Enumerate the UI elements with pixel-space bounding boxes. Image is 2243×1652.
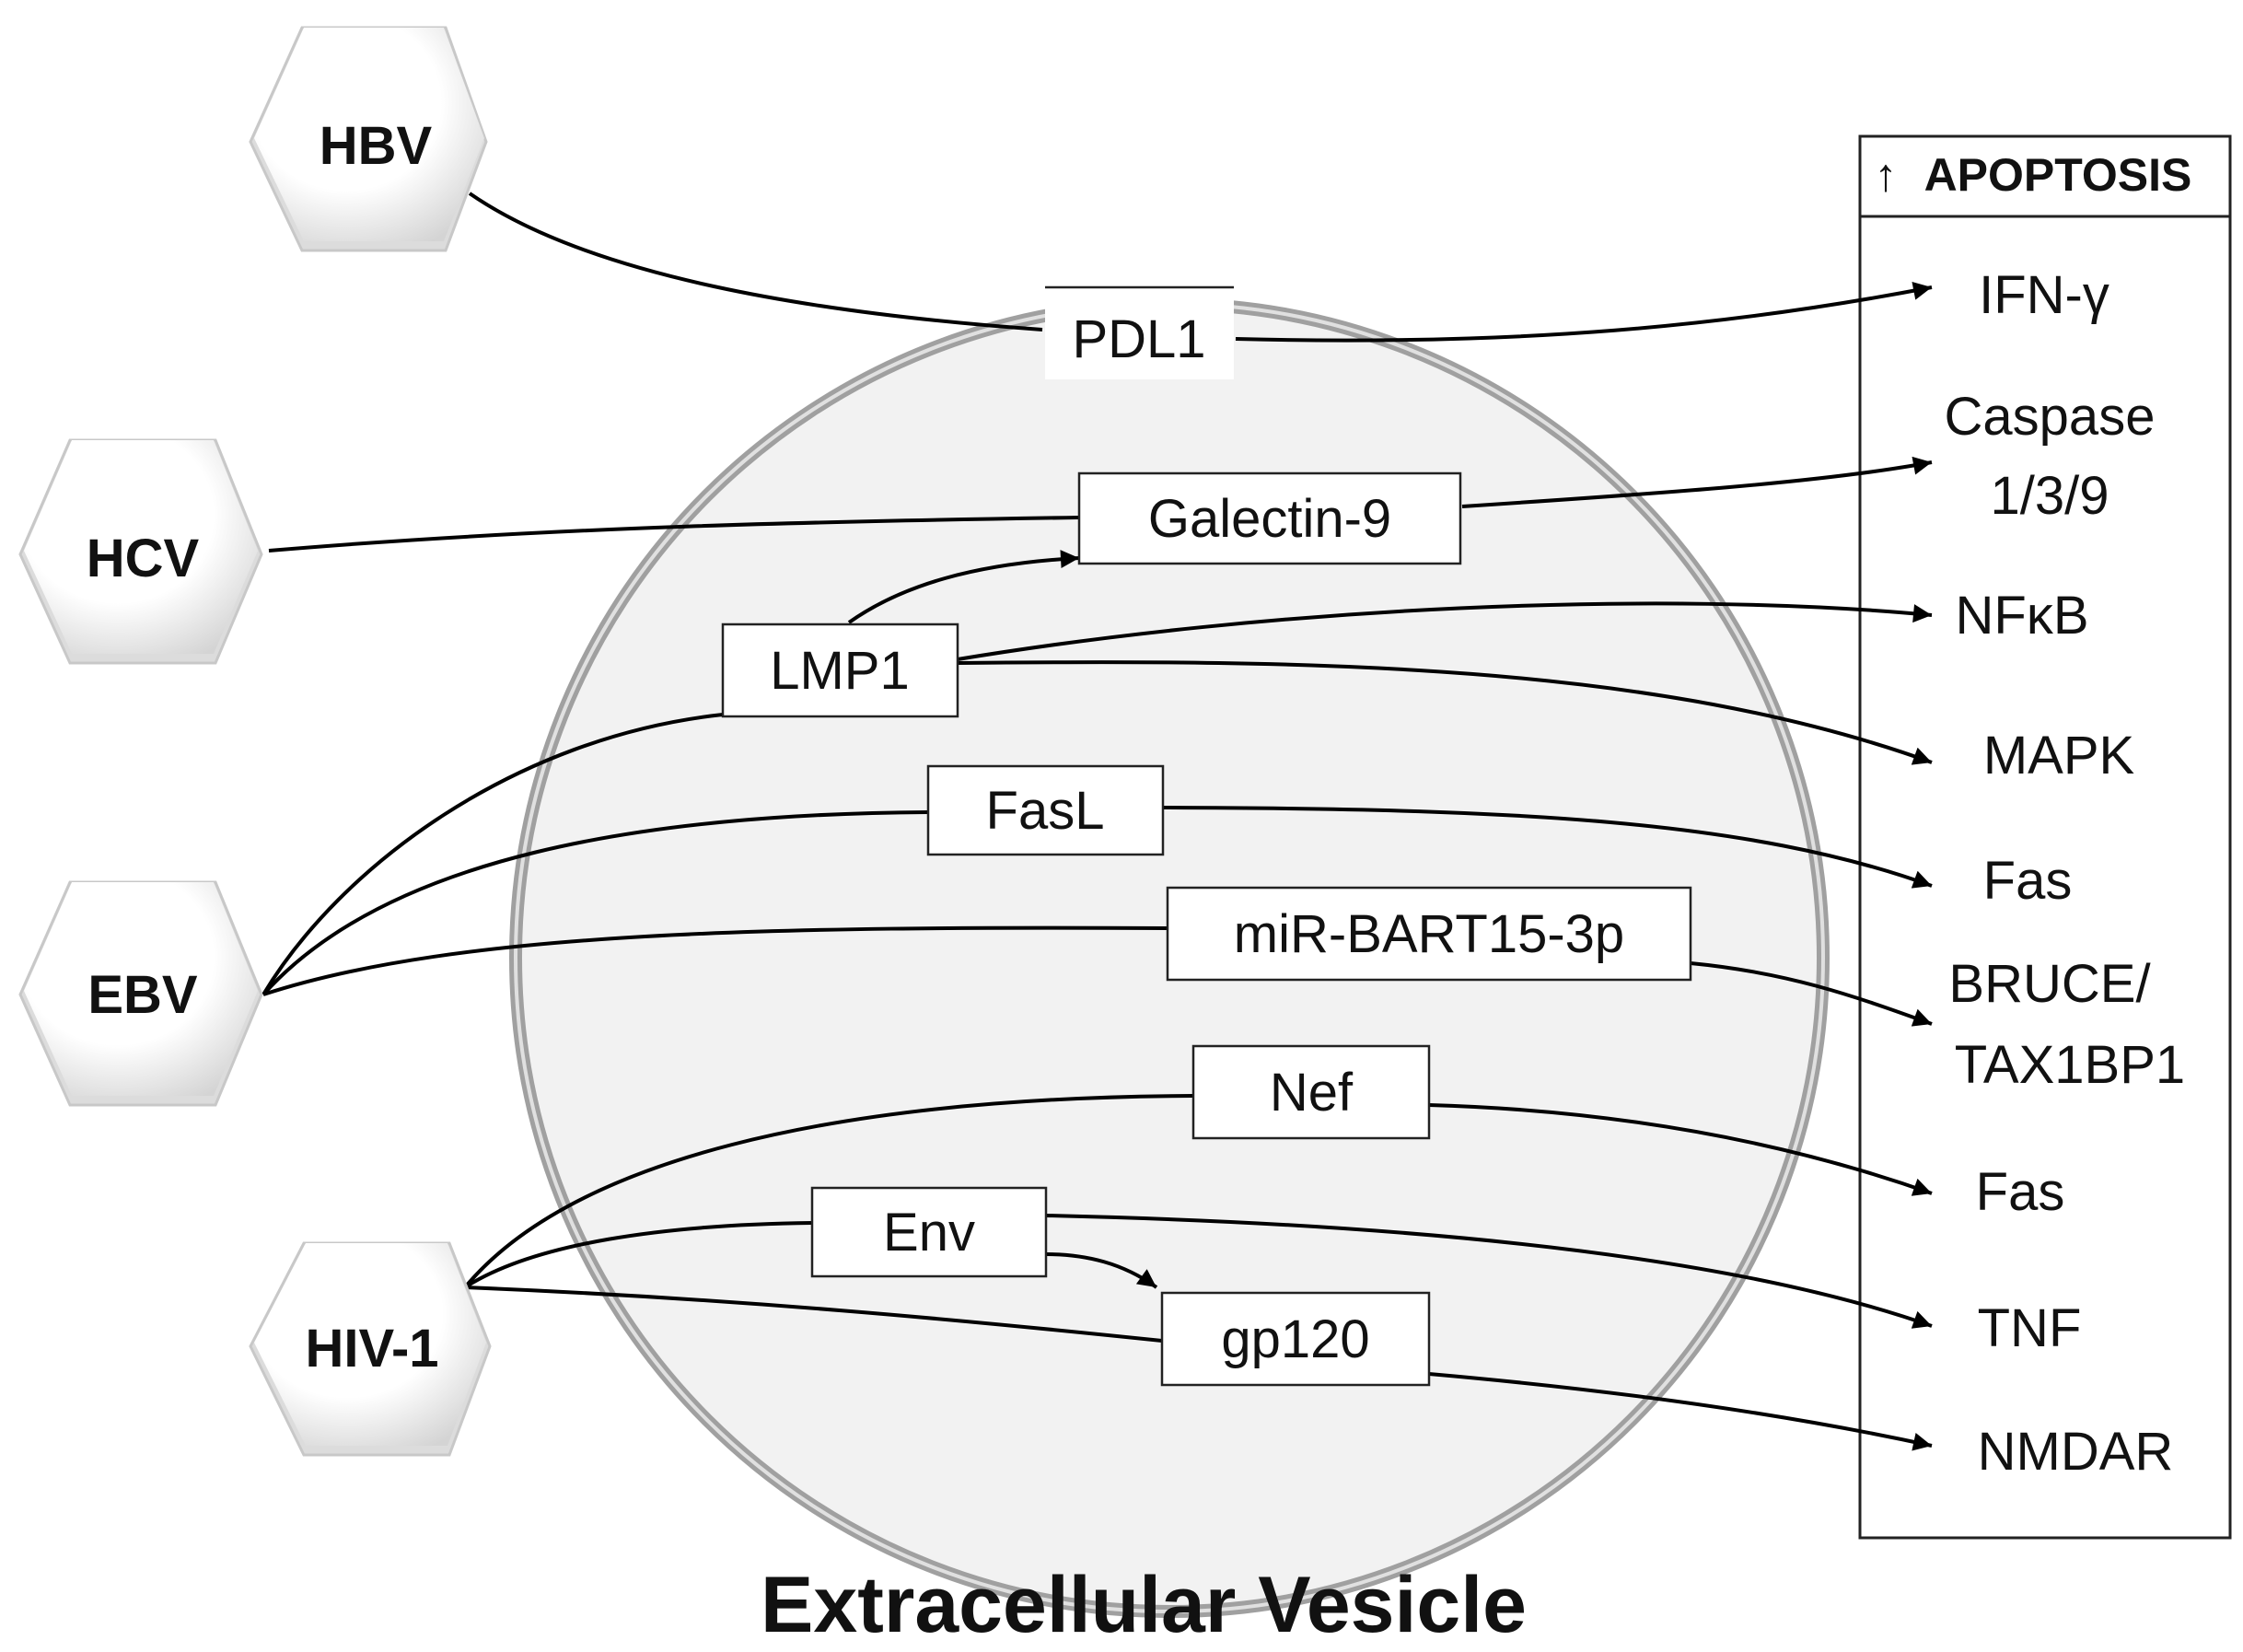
molecule-mirbart: miR-BART15-3p <box>1166 886 1692 982</box>
molecule-gp120: gp120 <box>1160 1291 1431 1387</box>
edge-hcv-galectin9 <box>268 516 1080 553</box>
target-bruce-line2: TAX1BP1 <box>1955 1035 2185 1095</box>
virus-hbv-label: HBV <box>320 116 433 176</box>
edges <box>261 192 1933 1451</box>
apoptosis-panel: ↑ APOPTOSIS <box>1858 134 2232 1540</box>
edge-lmp1-mapk <box>957 660 1933 765</box>
molecule-nef-label: Nef <box>1270 1063 1354 1123</box>
molecule-mirbart-label: miR-BART15-3p <box>1234 904 1624 964</box>
edge-gp120-nmdar <box>1428 1372 1933 1451</box>
edge-fasl-fas <box>1161 806 1933 889</box>
virus-ebv-label: EBV <box>87 965 198 1025</box>
edge-nef-fas <box>1428 1103 1933 1196</box>
target-ifng: IFN-γ <box>1979 265 2109 325</box>
molecule-galectin9-label: Galectin-9 <box>1148 489 1391 549</box>
panel-header: APOPTOSIS <box>1924 149 2192 201</box>
molecule-pdl1: PDL1 <box>1045 285 1234 379</box>
edge-pdl1-ifng <box>1235 281 1933 343</box>
virus-hiv-label: HIV-1 <box>305 1319 438 1379</box>
edge-galectin9-caspase <box>1461 456 1933 508</box>
panel-header-arrow: ↑ <box>1875 149 1898 201</box>
virus-hcv-label: HCV <box>87 529 200 588</box>
edge-lmp1-galectin9 <box>847 550 1080 624</box>
virus-hiv: HIV-1 <box>249 1241 492 1457</box>
target-caspase-line1: Caspase <box>1945 387 2156 447</box>
molecule-nef: Nef <box>1191 1044 1431 1140</box>
edge-ebv-lmp1 <box>261 713 724 996</box>
molecule-env: Env <box>810 1186 1048 1278</box>
targets: IFN-γ Caspase 1/3/9 NFκB MAPK Fas BRUCE/… <box>1945 265 2186 1482</box>
target-tnf: TNF <box>1978 1298 2082 1358</box>
edge-ebv-mirbart <box>262 925 1168 996</box>
virus-hbv: HBV <box>249 26 488 252</box>
edge-hbv-pdl1 <box>468 192 1043 332</box>
molecule-gp120-label: gp120 <box>1221 1309 1369 1369</box>
molecule-lmp1-label: LMP1 <box>770 641 910 701</box>
edge-hiv-gp120 <box>464 1286 1163 1343</box>
target-caspase-line2: 1/3/9 <box>1991 466 2109 526</box>
molecule-lmp1: LMP1 <box>721 622 959 718</box>
edge-ebv-fasl <box>261 810 929 996</box>
edge-hiv-env <box>463 1221 813 1289</box>
edge-env-gp120 <box>1045 1252 1158 1289</box>
edge-hiv-nef <box>463 1094 1194 1289</box>
edge-env-tnf <box>1045 1214 1933 1329</box>
molecule-fasl: FasL <box>926 764 1165 856</box>
virus-ebv: EBV <box>18 880 263 1107</box>
molecule-pdl1-label: PDL1 <box>1072 309 1205 369</box>
molecule-fasl-label: FasL <box>986 781 1105 841</box>
target-mapk: MAPK <box>1983 726 2135 785</box>
molecule-galectin9: Galectin-9 <box>1077 471 1462 565</box>
target-nfkb: NFκB <box>1956 586 2089 646</box>
edge-lmp1-nfkb <box>957 601 1933 661</box>
target-bruce-line1: BRUCE/ <box>1948 954 2151 1014</box>
edge-mirbart-bruce <box>1690 961 1933 1027</box>
molecule-env-label: Env <box>883 1203 975 1262</box>
target-fas-hiv: Fas <box>1976 1162 2065 1222</box>
diagram-title: Extracellular Vesicle <box>761 1561 1527 1649</box>
virus-hcv: HCV <box>18 438 263 665</box>
target-nmdar: NMDAR <box>1978 1422 2174 1482</box>
target-fas-ebv: Fas <box>1983 851 2073 911</box>
